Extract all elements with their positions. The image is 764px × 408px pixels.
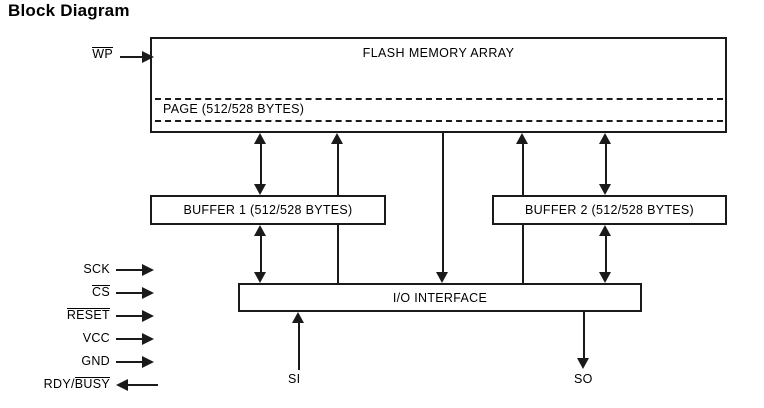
page-boundary-top-dashed-line [155, 98, 723, 100]
reset-arrowhead-icon [142, 310, 154, 322]
flash-memory-array-block [150, 37, 727, 133]
gnd-arrowhead-icon [142, 356, 154, 368]
si-connector-line [298, 322, 300, 370]
pin-label-si: SI [288, 372, 301, 386]
flash-buffer1-arrowhead-up-icon [254, 133, 266, 144]
flash-memory-array-label: FLASH MEMORY ARRAY [362, 46, 515, 60]
pin-row-gnd: GND [0, 350, 110, 373]
pin-label-vcc: VCC [82, 331, 110, 345]
so-connector-line [583, 312, 585, 360]
pin-label-reset: RESET [66, 308, 110, 322]
gnd-connector-line [116, 361, 144, 363]
pin-label-cs: CS [92, 285, 110, 299]
vcc-arrowhead-icon [142, 333, 154, 345]
sck-connector-line [116, 269, 144, 271]
page-boundary-bottom-dashed-line [155, 120, 723, 122]
flash-buffer1-bidir-line [260, 138, 262, 190]
rdy-busy-connector-line [128, 384, 158, 386]
buffer2-io-plain-line [522, 225, 524, 283]
wp-arrowhead-icon [142, 51, 154, 63]
so-arrowhead-down-icon [577, 358, 589, 369]
io-interface-block [238, 283, 642, 312]
pin-row-reset: RESET [0, 304, 110, 327]
page-title: Block Diagram [8, 1, 130, 20]
buffer1-flash-arrowhead-up-icon [331, 133, 343, 144]
reset-connector-line [116, 315, 144, 317]
buffer-2-label: BUFFER 2 (512/528 BYTES) [524, 203, 695, 217]
flash-buffer1-arrowhead-down-icon [254, 184, 266, 195]
si-arrowhead-up-icon [292, 312, 304, 323]
vcc-connector-line [116, 338, 144, 340]
flash-buffer2-bidir-line [605, 138, 607, 190]
buffer-2-block [492, 195, 727, 225]
buffer2-flash-arrowhead-up-icon [516, 133, 528, 144]
buffer2-flash-write-line [522, 138, 524, 195]
flash-buffer2-arrowhead-down-icon [599, 184, 611, 195]
rdy-busy-arrowhead-icon [116, 379, 128, 391]
page-label: PAGE (512/528 BYTES) [163, 102, 305, 116]
buffer-1-label: BUFFER 1 (512/528 BYTES) [183, 203, 353, 217]
cs-arrowhead-icon [142, 287, 154, 299]
buffer2-io-arrowhead-up-icon [599, 225, 611, 236]
pin-label-gnd: GND [81, 354, 110, 368]
left-pin-group: SCK CS RESET VCC GND RDY/BUSY [0, 258, 110, 396]
pin-row-sck: SCK [0, 258, 110, 281]
io-interface-label: I/O INTERFACE [392, 291, 488, 305]
flash-io-arrowhead-down-icon [436, 272, 448, 283]
buffer1-io-bidir-line [260, 230, 262, 278]
buffer1-flash-write-line [337, 138, 339, 195]
pin-row-vcc: VCC [0, 327, 110, 350]
flash-io-line [442, 133, 444, 278]
buffer-1-block [150, 195, 386, 225]
buffer1-io-plain-line [337, 225, 339, 283]
pin-row-rdy-busy: RDY/BUSY [0, 373, 110, 396]
cs-connector-line [116, 292, 144, 294]
wp-connector-line [120, 56, 144, 58]
buffer2-io-bidir-line [605, 230, 607, 278]
pin-label-rdy-busy: RDY/BUSY [43, 377, 110, 391]
sck-arrowhead-icon [142, 264, 154, 276]
pin-label-wp-text: WP [92, 47, 113, 61]
pin-label-sck: SCK [83, 262, 110, 276]
buffer1-io-arrowhead-down-icon [254, 272, 266, 283]
buffer2-io-arrowhead-down-icon [599, 272, 611, 283]
pin-label-wp: WP [0, 47, 113, 61]
flash-buffer2-arrowhead-up-icon [599, 133, 611, 144]
buffer1-io-arrowhead-up-icon [254, 225, 266, 236]
pin-label-so: SO [574, 372, 593, 386]
pin-row-cs: CS [0, 281, 110, 304]
